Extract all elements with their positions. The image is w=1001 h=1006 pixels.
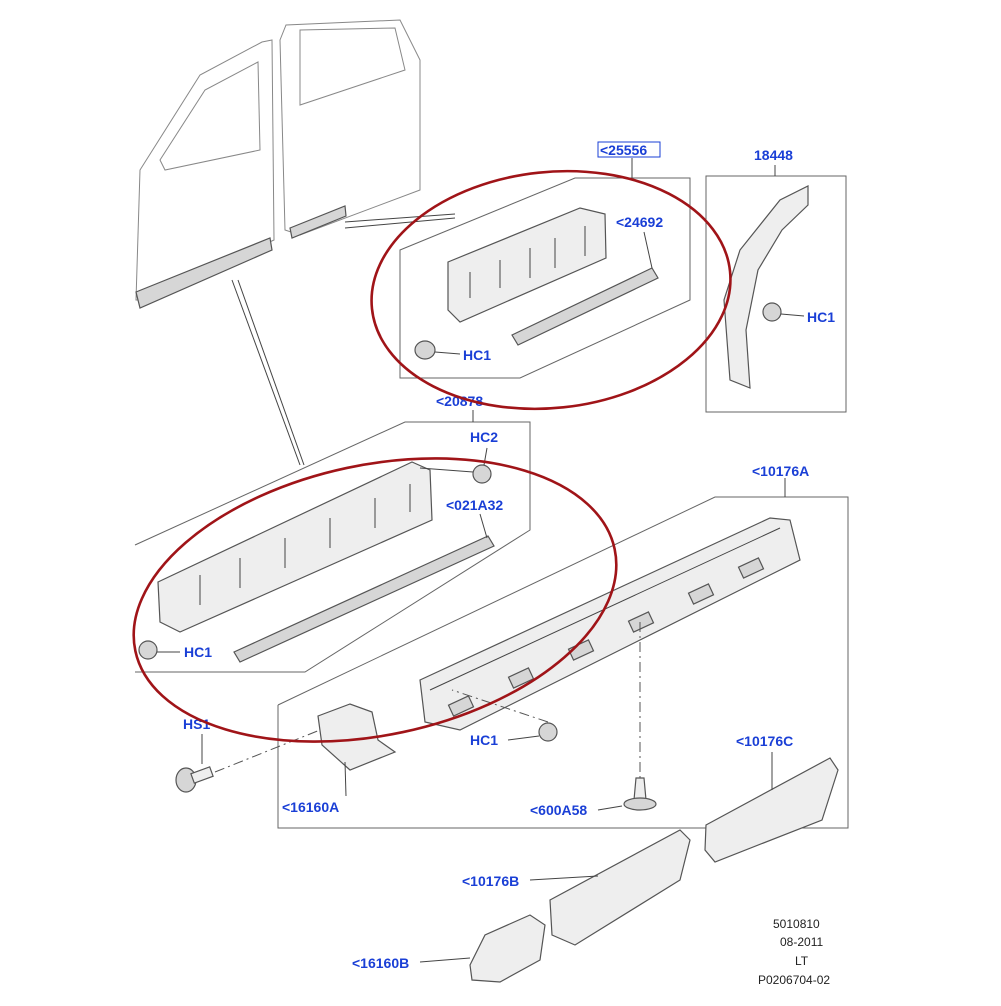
- sill-bracket: [317, 703, 397, 771]
- selected-label-box: [597, 141, 661, 158]
- label-18448: 18448: [754, 147, 793, 163]
- label-hc1-arch: HC1: [807, 309, 835, 325]
- label-10176A: <10176A: [752, 463, 809, 479]
- rear-seal-strip: [511, 267, 659, 346]
- label-600A58: <600A58: [530, 802, 587, 818]
- reference-block: 5010810 08-2011 LT P0206704-02: [758, 917, 830, 987]
- label-16160A: <16160A: [282, 799, 339, 815]
- sill-end-cap-middle: [549, 829, 691, 946]
- label-20878: <20878: [436, 393, 483, 409]
- label-10176C: <10176C: [736, 733, 793, 749]
- sill-10176A-group: <10176A <16160A HC1: [277, 463, 849, 829]
- clip-hc1-front: [138, 640, 158, 660]
- fastener-600A58: [633, 777, 647, 801]
- label-hc2: HC2: [470, 429, 498, 445]
- sill-end-10176B-group: <10176B: [462, 829, 691, 946]
- wheel-arch-18448-group: 18448 HC1: [705, 147, 847, 413]
- label-021A32: <021A32: [446, 497, 503, 513]
- kit-20878-group: <20878 HC2 <021A32 HC1: [134, 393, 531, 673]
- kit-25556-group: <25556 <24692 HC1: [399, 141, 691, 379]
- ref-side: LT: [795, 954, 809, 968]
- ref-date: 08-2011: [780, 935, 823, 949]
- fastener-600A58-group: <600A58: [530, 777, 657, 818]
- vehicle-door-outline: [135, 19, 456, 466]
- highlight-ellipse-front: [132, 457, 618, 743]
- wheel-arch-moulding: [723, 185, 809, 389]
- label-24692: <24692: [616, 214, 663, 230]
- clip-hc1-sill: [538, 722, 558, 742]
- clip-hc1-arch: [762, 302, 782, 322]
- highlight-ellipse-rear: [370, 169, 732, 411]
- label-25556: <25556: [600, 142, 647, 158]
- corner-16160B-group: <16160B: [352, 914, 546, 983]
- label-16160B: <16160B: [352, 955, 409, 971]
- label-10176B: <10176B: [462, 873, 519, 889]
- front-seal-strip: [233, 535, 495, 663]
- sill-end-cap-rear: [704, 757, 839, 863]
- rear-door-moulding: [447, 207, 607, 323]
- screw-hs1-group: HS1: [175, 716, 321, 793]
- sill-end-10176C-group: <10176C: [704, 733, 839, 863]
- front-door-moulding: [157, 461, 433, 633]
- label-hc1-front: HC1: [184, 644, 212, 660]
- ref-code: 5010810: [773, 917, 820, 931]
- clip-hc1-rear: [414, 340, 436, 360]
- ref-diagram-id: P0206704-02: [758, 973, 830, 987]
- label-hc1-rear: HC1: [463, 347, 491, 363]
- clip-hc2: [472, 464, 492, 484]
- label-hs1: HS1: [183, 716, 210, 732]
- corner-trim-front: [469, 914, 546, 983]
- label-hc1-sill: HC1: [470, 732, 498, 748]
